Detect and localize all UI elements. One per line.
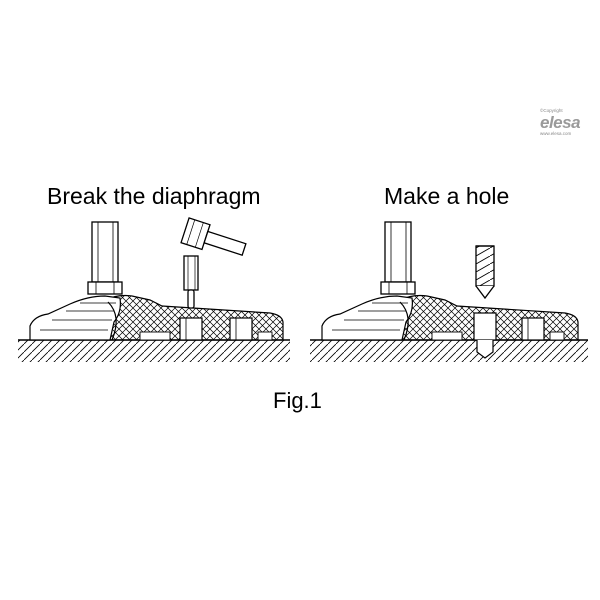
punch-tool [183, 255, 199, 309]
hammer-icon [180, 217, 247, 256]
threaded-stem [380, 221, 416, 295]
right-panel-title: Make a hole [384, 183, 510, 209]
levelling-foot-base [321, 294, 579, 359]
left-panel-drawing [18, 217, 290, 362]
right-panel-drawing [310, 221, 588, 362]
brand-website: www.elesa.com [540, 131, 572, 136]
left-panel-title: Break the diaphragm [47, 183, 261, 209]
floor-hatch [18, 339, 290, 362]
levelling-foot-base [29, 294, 284, 341]
brand-watermark: ©Copyright elesa www.elesa.com [540, 108, 590, 137]
brand-logo: elesa [540, 113, 581, 132]
threaded-stem [87, 221, 123, 295]
copyright-text: ©Copyright [540, 108, 563, 113]
drill-bit-icon [475, 245, 495, 300]
figure-label: Fig.1 [273, 388, 322, 413]
floor-hatch [310, 339, 588, 362]
